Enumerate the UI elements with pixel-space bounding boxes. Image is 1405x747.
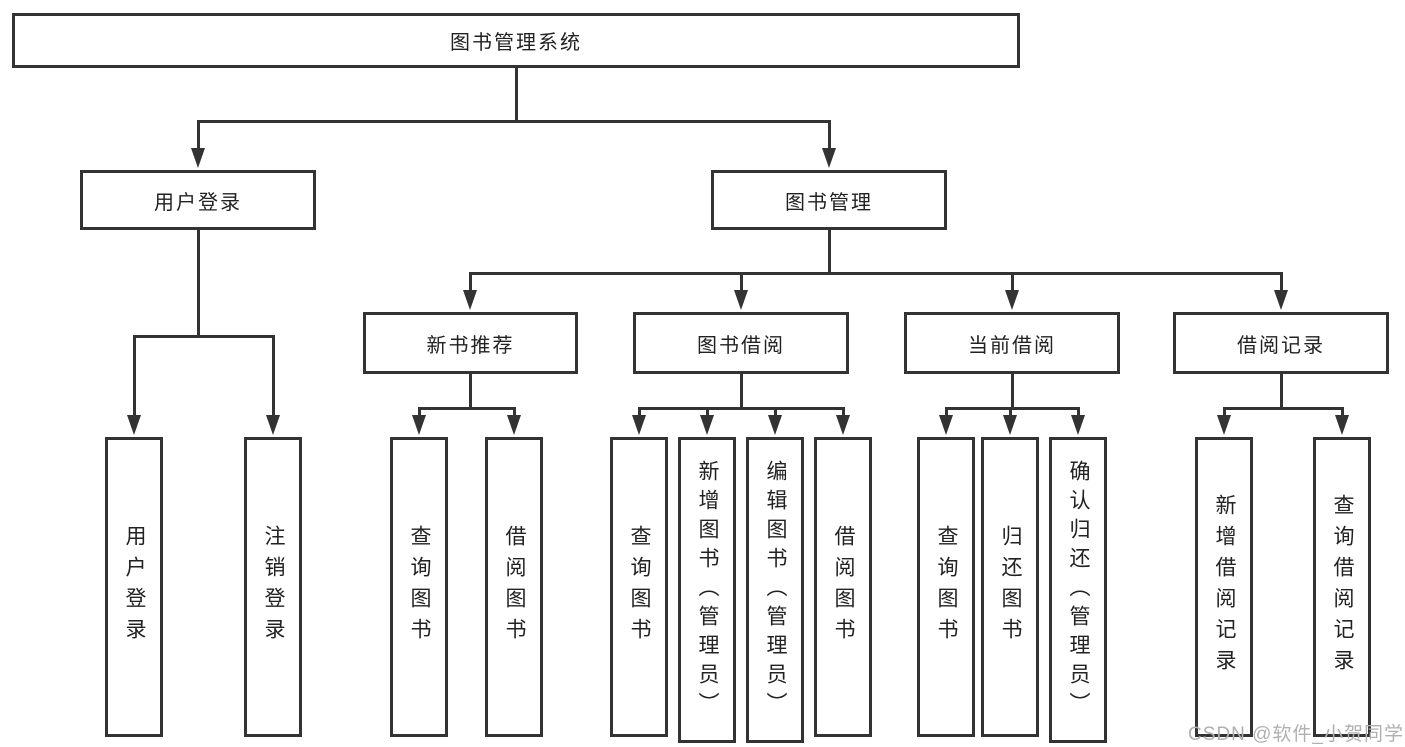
leaf-query-borrow-record-label: 查询借阅记录 bbox=[1331, 494, 1354, 680]
edge-root-stem bbox=[515, 68, 518, 120]
edge-to-leaf-query-borrow bbox=[638, 407, 641, 420]
edge-to-current-borrow bbox=[1011, 272, 1014, 294]
leaf-return-book-label: 归还图书 bbox=[999, 525, 1022, 649]
edge-to-user-login bbox=[197, 120, 200, 152]
node-book-management-label: 图书管理 bbox=[785, 191, 873, 214]
arrowhead-leaf-confirm-return-icon bbox=[1071, 415, 1085, 435]
leaf-add-book-admin-label: 新增图书（管理员） bbox=[696, 459, 719, 721]
edge-user-login-stem bbox=[197, 230, 200, 335]
node-borrow-records: 借阅记录 bbox=[1173, 312, 1389, 374]
leaf-query-borrow-record: 查询借阅记录 bbox=[1313, 437, 1371, 737]
node-book-management: 图书管理 bbox=[711, 170, 947, 230]
node-new-book-recommend-label: 新书推荐 bbox=[426, 334, 515, 357]
node-current-borrow: 当前借阅 bbox=[904, 312, 1120, 374]
arrowhead-leaf-borrow-book-icon bbox=[836, 415, 850, 435]
edge-book-management-rail bbox=[469, 272, 1283, 275]
leaf-borrow-book-label: 借阅图书 bbox=[832, 525, 855, 649]
leaf-borrow-book-recommend-label: 借阅图书 bbox=[503, 525, 526, 649]
edge-to-leaf-return-book bbox=[1009, 407, 1012, 420]
arrowhead-leaf-query-borrow-icon bbox=[632, 415, 646, 435]
edge-to-leaf-add-book bbox=[706, 407, 709, 420]
edge-to-leaf-borrow-book bbox=[842, 407, 845, 420]
edge-new-book-recommend-rail bbox=[418, 407, 516, 410]
edge-borrow-records-rail bbox=[1223, 407, 1343, 410]
arrowhead-leaf-user-login-icon bbox=[127, 415, 141, 435]
csdn-watermark: CSDN @软件_小贺同学 bbox=[1188, 724, 1404, 745]
edge-to-leaf-query-current bbox=[945, 407, 948, 420]
arrowhead-leaf-edit-book-icon bbox=[768, 415, 782, 435]
edge-borrow-records-stem bbox=[1280, 374, 1283, 407]
edge-to-borrow-records bbox=[1280, 272, 1283, 294]
edge-to-leaf-edit-book bbox=[774, 407, 777, 420]
arrowhead-borrow-records-icon bbox=[1274, 290, 1288, 310]
node-user-login: 用户登录 bbox=[80, 170, 316, 230]
arrowhead-leaf-query-record-icon bbox=[1335, 415, 1349, 435]
arrowhead-current-borrow-icon bbox=[1005, 290, 1019, 310]
leaf-logout: 注销登录 bbox=[244, 437, 302, 737]
edge-to-leaf-query-record bbox=[1341, 407, 1344, 420]
arrowhead-leaf-logout-icon bbox=[266, 415, 280, 435]
leaf-add-borrow-record: 新增借阅记录 bbox=[1195, 437, 1253, 737]
edge-current-borrow-stem bbox=[1011, 374, 1014, 407]
edge-to-leaf-logout bbox=[272, 335, 275, 420]
edge-new-book-recommend-stem bbox=[469, 374, 472, 407]
edge-to-new-book-recommend bbox=[469, 272, 472, 294]
arrowhead-leaf-query-recommend-icon bbox=[412, 415, 426, 435]
node-borrow-records-label: 借阅记录 bbox=[1237, 334, 1325, 357]
leaf-edit-book-admin-label: 编辑图书（管理员） bbox=[764, 459, 787, 721]
node-current-borrow-label: 当前借阅 bbox=[968, 334, 1056, 357]
leaf-add-book-admin: 新增图书（管理员） bbox=[678, 437, 736, 743]
arrowhead-book-borrow-icon bbox=[734, 290, 748, 310]
leaf-query-book-current: 查询图书 bbox=[917, 437, 975, 737]
leaf-query-book-recommend: 查询图书 bbox=[390, 437, 448, 737]
leaf-confirm-return-admin: 确认归还（管理员） bbox=[1049, 437, 1107, 743]
node-new-book-recommend: 新书推荐 bbox=[363, 312, 578, 374]
edge-user-login-rail bbox=[133, 335, 275, 338]
leaf-logout-label: 注销登录 bbox=[262, 525, 285, 649]
leaf-edit-book-admin: 编辑图书（管理员） bbox=[746, 437, 804, 743]
edge-book-borrow-stem bbox=[740, 374, 743, 407]
leaf-user-login: 用户登录 bbox=[105, 437, 163, 737]
arrowhead-new-book-recommend-icon bbox=[463, 290, 477, 310]
leaf-query-book-recommend-label: 查询图书 bbox=[408, 525, 431, 649]
leaf-add-borrow-record-label: 新增借阅记录 bbox=[1213, 494, 1236, 680]
node-book-borrow-label: 图书借阅 bbox=[697, 334, 785, 357]
node-root-label: 图书管理系统 bbox=[450, 32, 582, 54]
edge-to-book-borrow bbox=[740, 272, 743, 294]
arrowhead-leaf-borrow-recommend-icon bbox=[507, 415, 521, 435]
leaf-query-book-borrow-label: 查询图书 bbox=[628, 525, 651, 649]
leaf-return-book: 归还图书 bbox=[981, 437, 1039, 737]
leaf-query-book-borrow: 查询图书 bbox=[610, 437, 668, 737]
arrowhead-leaf-add-book-icon bbox=[700, 415, 714, 435]
edge-book-borrow-rail bbox=[638, 407, 844, 410]
leaf-user-login-label: 用户登录 bbox=[123, 525, 146, 649]
arrowhead-user-login-icon bbox=[191, 148, 205, 168]
edge-to-leaf-borrow-recommend bbox=[513, 407, 516, 420]
node-book-borrow: 图书借阅 bbox=[633, 312, 849, 374]
arrowhead-leaf-return-book-icon bbox=[1003, 415, 1017, 435]
arrowhead-leaf-query-current-icon bbox=[939, 415, 953, 435]
node-root: 图书管理系统 bbox=[12, 13, 1020, 68]
edge-book-management-stem bbox=[828, 230, 831, 272]
leaf-query-book-current-label: 查询图书 bbox=[935, 525, 958, 649]
node-user-login-label: 用户登录 bbox=[154, 191, 242, 214]
arrowhead-leaf-add-record-icon bbox=[1217, 415, 1231, 435]
edge-current-borrow-rail bbox=[945, 407, 1079, 410]
edge-to-book-management bbox=[828, 120, 831, 152]
leaf-borrow-book-recommend: 借阅图书 bbox=[485, 437, 543, 737]
edge-to-leaf-user-login bbox=[133, 335, 136, 420]
edge-to-leaf-add-record bbox=[1223, 407, 1226, 420]
edge-to-leaf-query-recommend bbox=[418, 407, 421, 420]
edge-to-leaf-confirm-return bbox=[1077, 407, 1080, 420]
leaf-confirm-return-admin-label: 确认归还（管理员） bbox=[1067, 459, 1090, 721]
edge-root-rail bbox=[197, 120, 831, 123]
arrowhead-book-management-icon bbox=[822, 148, 836, 168]
leaf-borrow-book: 借阅图书 bbox=[814, 437, 872, 737]
